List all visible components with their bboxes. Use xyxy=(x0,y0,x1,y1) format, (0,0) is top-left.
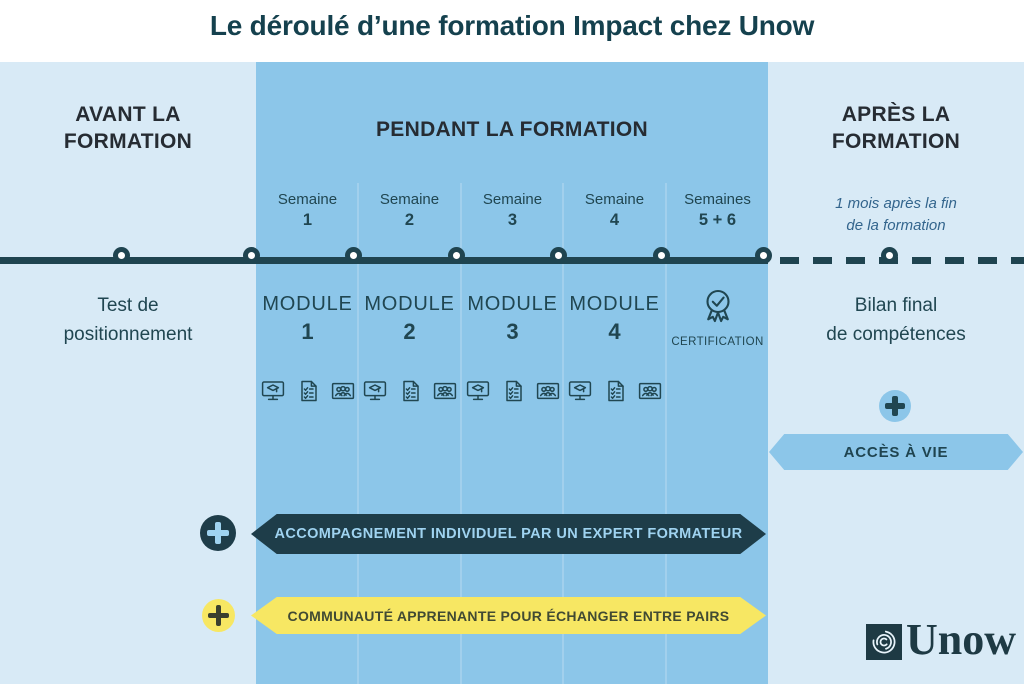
module-number: 1 xyxy=(301,319,314,344)
timeline-node xyxy=(755,247,772,264)
module-number: 2 xyxy=(403,319,416,344)
group-session-icon xyxy=(638,382,661,400)
module-2-icons xyxy=(358,378,461,404)
timeline-line xyxy=(0,257,768,264)
module-4-icons xyxy=(563,378,666,404)
community-ribbon: COMMUNAUTÉ APPRENANTE POUR ÉCHANGER ENTR… xyxy=(251,597,766,634)
before-item-test-positionnement: Test de positionnement xyxy=(63,295,193,345)
certification-medal-icon xyxy=(705,289,730,323)
week-number: 2 xyxy=(404,211,415,229)
column-divider xyxy=(357,183,359,684)
column-divider xyxy=(460,183,462,684)
week-label: Semaine xyxy=(482,191,543,208)
plus-icon xyxy=(202,599,235,632)
module-number: 4 xyxy=(608,319,621,344)
quiz-sheet-icon xyxy=(505,380,522,402)
elearning-screen-icon xyxy=(466,381,489,401)
column-divider xyxy=(562,183,564,684)
week-column-3: Semaine 3 xyxy=(461,191,564,230)
quiz-sheet-icon xyxy=(402,380,419,402)
unow-logo-wordmark: Unow xyxy=(906,615,1017,664)
group-session-icon xyxy=(331,382,354,400)
module-column-4: MODULE 4 xyxy=(563,293,666,345)
after-timing-note: 1 mois après la fin de la formation xyxy=(835,195,957,234)
week-label: Semaine xyxy=(277,191,338,208)
week-label: Semaines xyxy=(684,191,751,208)
week-column-5: Semaines 5 + 6 xyxy=(666,191,769,230)
week-number: 4 xyxy=(609,211,620,229)
timeline-node xyxy=(345,247,362,264)
expert-support-ribbon: ACCOMPAGNEMENT INDIVIDUEL PAR UN EXPERT … xyxy=(251,514,766,554)
module-3-icons xyxy=(461,378,564,404)
module-label: MODULE xyxy=(467,293,558,315)
plus-icon xyxy=(200,515,236,551)
after-section-header: APRÈS LA FORMATION xyxy=(831,103,961,153)
module-1-icons xyxy=(256,378,359,404)
column-divider xyxy=(665,183,667,684)
group-session-icon xyxy=(536,382,559,400)
week-column-4: Semaine 4 xyxy=(563,191,666,230)
timeline-node xyxy=(881,247,898,264)
elearning-screen-icon xyxy=(261,381,284,401)
module-label: MODULE xyxy=(262,293,353,315)
timeline-node xyxy=(653,247,670,264)
expert-support-label: ACCOMPAGNEMENT INDIVIDUEL PAR UN EXPERT … xyxy=(274,526,743,542)
quiz-sheet-icon xyxy=(300,380,317,402)
before-section-header: AVANT LA FORMATION xyxy=(63,103,193,153)
module-column-1: MODULE 1 xyxy=(256,293,359,345)
elearning-screen-icon xyxy=(568,381,591,401)
timeline-node xyxy=(448,247,465,264)
timeline-node xyxy=(550,247,567,264)
week-number: 5 + 6 xyxy=(698,211,737,229)
spiral-icon xyxy=(872,630,896,654)
module-label: MODULE xyxy=(364,293,455,315)
module-column-2: MODULE 2 xyxy=(358,293,461,345)
community-label: COMMUNAUTÉ APPRENANTE POUR ÉCHANGER ENTR… xyxy=(287,607,730,624)
access-a-vie-ribbon: ACCÈS À VIE xyxy=(769,434,1023,470)
week-column-2: Semaine 2 xyxy=(358,191,461,230)
week-column-1: Semaine 1 xyxy=(256,191,359,230)
group-session-icon xyxy=(433,382,456,400)
elearning-screen-icon xyxy=(363,381,386,401)
week-number: 1 xyxy=(302,211,313,229)
page-title: Le déroulé d’une formation Impact chez U… xyxy=(209,10,815,41)
during-section-header: PENDANT LA FORMATION xyxy=(376,118,648,141)
section-after-background xyxy=(768,62,1024,684)
week-label: Semaine xyxy=(584,191,645,208)
section-during-background xyxy=(256,62,768,684)
module-column-3: MODULE 3 xyxy=(461,293,564,345)
timeline-node xyxy=(243,247,260,264)
module-label: MODULE xyxy=(569,293,660,315)
after-item-bilan-final: Bilan final de compétences xyxy=(826,295,966,345)
timeline-node xyxy=(113,247,130,264)
quiz-sheet-icon xyxy=(607,380,624,402)
timeline-dashed-line xyxy=(780,257,1024,264)
section-before-background xyxy=(0,62,256,684)
certification-block: CERTIFICATION xyxy=(666,285,769,348)
certification-label: CERTIFICATION xyxy=(671,336,764,348)
week-number: 3 xyxy=(507,211,518,229)
week-label: Semaine xyxy=(379,191,440,208)
module-number: 3 xyxy=(506,319,519,344)
access-a-vie-label: ACCÈS À VIE xyxy=(843,443,949,461)
plus-icon xyxy=(879,390,911,422)
unow-logo-mark xyxy=(866,624,902,660)
